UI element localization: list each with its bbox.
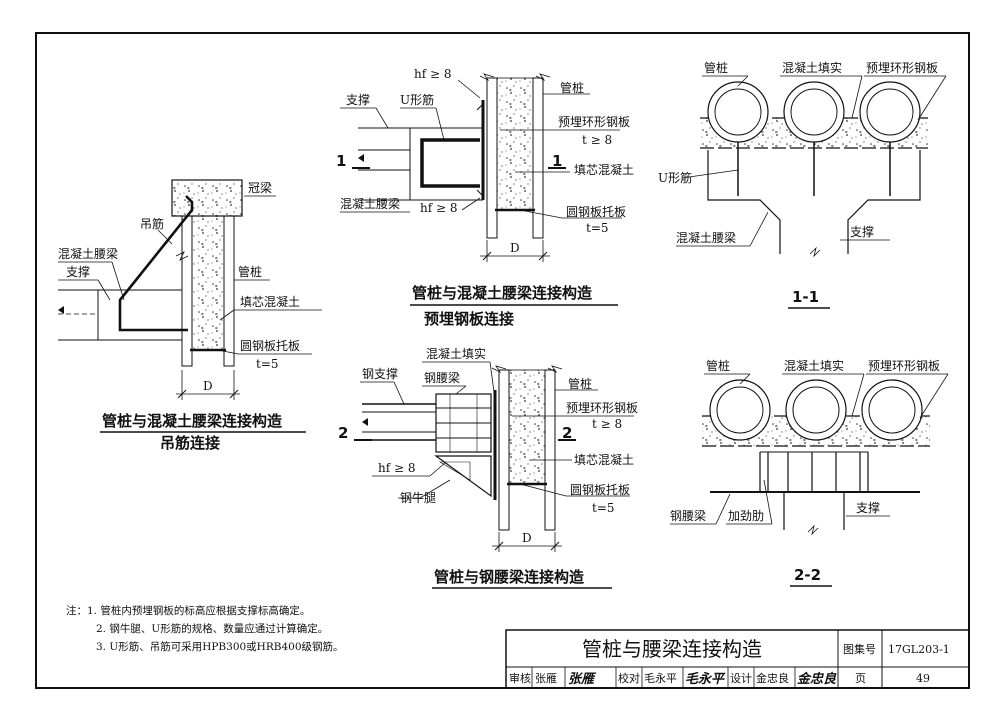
label-core-concrete: 填芯混凝土 xyxy=(574,452,634,467)
caption-diagram-1: 管桩与混凝土腰梁连接构造 xyxy=(102,412,282,430)
page-label: 页 xyxy=(855,672,866,685)
label-pipe-pile: 管桩 xyxy=(568,376,592,391)
label-weld: hf ≥ 8 xyxy=(378,461,416,475)
label-pipe-pile: 管桩 xyxy=(238,264,262,279)
label-concrete-fill: 混凝土填实 xyxy=(426,346,486,361)
label-hanger-bar: 吊筋 xyxy=(140,216,164,231)
label-embedded-plate: 预埋环形钢板 xyxy=(866,61,938,75)
label-steel-waist-beam: 钢腰梁 xyxy=(670,508,706,523)
label-pipe-pile: 管桩 xyxy=(706,358,730,373)
sheet-frame xyxy=(35,32,970,689)
hanger-bar xyxy=(118,195,194,332)
title-block: 管桩与腰梁连接构造 图集号 17GL203-1 页 49 审核 张雁 张雁 校对… xyxy=(505,629,970,689)
drawing-title: 管桩与腰梁连接构造 xyxy=(582,637,762,661)
pile-circle-3 xyxy=(861,379,923,441)
dim-d: D xyxy=(203,379,213,393)
dim-d: D xyxy=(522,531,532,545)
note-1: 注：1. 管桩内预埋钢板的标高应根据支撑标高确定。 xyxy=(66,604,310,617)
designer-name: 金忠良 xyxy=(756,671,789,685)
label-core-concrete: 填芯混凝土 xyxy=(574,162,634,177)
u-bar xyxy=(420,138,480,188)
note-3: 3. U形筋、吊筋可采用HPB300或HRB400级钢筋。 xyxy=(96,640,344,653)
label-support-plate: 圆钢板托板 xyxy=(566,205,626,219)
label-plate-thickness-5: t=5 xyxy=(592,501,615,515)
label-steel-waist-beam: 钢腰梁 xyxy=(424,370,460,385)
pile-circle-2 xyxy=(783,81,845,143)
pile-core-concrete xyxy=(496,77,534,211)
note-2: 2. 钢牛腿、U形筋的规格、数量应通过计算确定。 xyxy=(96,622,328,635)
pile-core-concrete xyxy=(508,369,546,485)
caption-diagram-2-sub: 预埋钢板连接 xyxy=(424,310,514,328)
section-title-2-2: 2-2 xyxy=(794,566,821,584)
label-plate-thickness: t=5 xyxy=(256,357,279,371)
reviewer-name: 张雁 xyxy=(535,672,557,685)
label-support-plate: 圆钢板托板 xyxy=(240,339,300,353)
atlas-number: 17GL203-1 xyxy=(888,643,950,656)
pile-circle-1 xyxy=(709,379,771,441)
caption-diagram-1-sub: 吊筋连接 xyxy=(160,434,220,452)
label-strut: 支撑 xyxy=(856,500,880,515)
label-support-plate: 圆钢板托板 xyxy=(570,483,630,497)
pile-circle-2 xyxy=(785,379,847,441)
page-number: 49 xyxy=(916,672,930,685)
label-plate-thickness: t ≥ 8 xyxy=(592,417,622,431)
check-label: 校对 xyxy=(618,671,640,685)
pile-core-concrete xyxy=(191,215,225,351)
checker-name: 毛永平 xyxy=(644,671,677,685)
label-steel-strut: 钢支撑 xyxy=(362,366,398,381)
notes: 注：1. 管桩内预埋钢板的标高应根据支撑标高确定。 2. 钢牛腿、U形筋的规格、… xyxy=(66,604,344,653)
atlas-number-label: 图集号 xyxy=(843,642,876,656)
pile-circle-1 xyxy=(707,81,769,143)
label-concrete-waist-beam: 混凝土腰梁 xyxy=(340,196,400,211)
cap-beam xyxy=(171,179,243,217)
section-mark-1-right: 1 xyxy=(552,152,562,170)
label-strut: 支撑 xyxy=(346,92,370,107)
design-label: 设计 xyxy=(730,672,752,685)
label-u-bar: U形筋 xyxy=(400,92,434,107)
caption-diagram-2: 管桩与混凝土腰梁连接构造 xyxy=(412,284,592,302)
caption-diagram-4: 管桩与钢腰梁连接构造 xyxy=(434,568,584,586)
label-plate-thickness: t ≥ 8 xyxy=(582,133,612,147)
designer-signature: 金忠良 xyxy=(797,671,837,687)
checker-signature: 毛永平 xyxy=(685,671,726,687)
section-mark-2-right: 2 xyxy=(562,424,572,442)
label-concrete-waist-beam: 混凝土腰梁 xyxy=(676,230,736,245)
diagram-section-2-2: 管桩 混凝土填实 预埋环形钢板 钢腰梁 加劲肋 支撑 2-2 xyxy=(670,358,949,587)
diagram-hanger-connection: 冠梁 吊筋 混凝土腰梁 支撑 管桩 填芯混凝土 圆钢板托板 t=5 D 管桩与混… xyxy=(58,179,322,452)
label-steel-corbel: 钢牛腿 xyxy=(400,490,436,505)
label-u-bar: U形筋 xyxy=(658,170,692,185)
label-concrete-waist-beam: 混凝土腰梁 xyxy=(58,246,118,261)
label-cap-beam: 冠梁 xyxy=(248,180,272,195)
section-title-1-1: 1-1 xyxy=(792,288,819,306)
label-core-concrete: 填芯混凝土 xyxy=(240,294,300,309)
label-weld-bottom: hf ≥ 8 xyxy=(420,201,458,215)
pile-circle-3 xyxy=(859,81,921,143)
dim-d: D xyxy=(510,241,520,255)
label-plate-thickness-5: t=5 xyxy=(586,221,609,235)
reviewer-signature: 张雁 xyxy=(568,672,597,687)
label-stiffener: 加劲肋 xyxy=(728,508,764,523)
section-mark-2-left: 2 xyxy=(338,424,348,442)
label-weld-top: hf ≥ 8 xyxy=(414,67,452,81)
label-strut: 支撑 xyxy=(66,264,90,279)
section-mark-1-left: 1 xyxy=(336,152,346,170)
label-strut: 支撑 xyxy=(850,224,874,239)
diagram-section-1-1: 管桩 混凝土填实 预埋环形钢板 U形筋 混凝土腰梁 支撑 1-1 xyxy=(658,60,947,309)
diagram-embedded-plate-connection: hf ≥ 8 管桩 支撑 U形筋 预埋环形钢板 t ≥ 8 1 1 填芯混凝土 … xyxy=(336,67,634,328)
label-pipe-pile: 管桩 xyxy=(560,80,584,95)
label-embedded-plate: 预埋环形钢板 xyxy=(868,359,940,373)
diagram-steel-waist-beam-connection: 混凝土填实 钢支撑 钢腰梁 管桩 预埋环形钢板 t ≥ 8 2 2 填芯混凝土 … xyxy=(338,346,638,589)
label-pipe-pile: 管桩 xyxy=(704,60,728,75)
label-embedded-plate: 预埋环形钢板 xyxy=(566,401,638,415)
label-concrete-fill: 混凝土填实 xyxy=(784,358,844,373)
review-label: 审核 xyxy=(509,671,531,685)
label-concrete-fill: 混凝土填实 xyxy=(782,60,842,75)
label-embedded-plate: 预埋环形钢板 xyxy=(558,115,630,129)
